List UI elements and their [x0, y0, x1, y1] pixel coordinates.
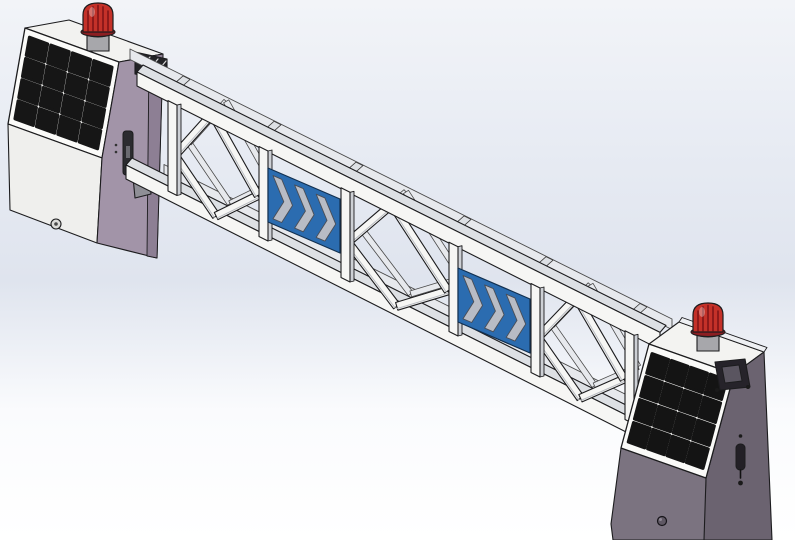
truss-post	[259, 147, 268, 242]
solar-cell	[693, 420, 715, 445]
chevron-arrow-icon	[506, 294, 526, 341]
solar-cell	[44, 66, 66, 91]
cabinet-lock-keyhole	[54, 222, 58, 226]
truss-post	[531, 284, 540, 378]
solar-cell	[83, 103, 105, 128]
solar-cell	[641, 377, 663, 402]
truss-post	[449, 242, 458, 336]
solar-panel	[8, 28, 119, 158]
solar-cell	[19, 80, 41, 105]
chevron-arrow-icon	[463, 276, 483, 323]
truss-post-side	[350, 191, 354, 282]
handle-dot	[738, 480, 743, 486]
chevron-arrow-icon	[485, 285, 505, 332]
chevron-arrow-icon	[316, 194, 336, 241]
cabinet-hole	[658, 517, 667, 526]
solar-cell	[634, 400, 656, 425]
solar-cell	[628, 423, 650, 448]
left-cabinet	[8, 3, 167, 258]
solar-cell	[58, 116, 80, 141]
brace-beam-edge	[581, 381, 625, 400]
brace-beam-edge	[177, 115, 214, 156]
door-hinge-notch	[126, 146, 130, 158]
truss-post	[168, 101, 177, 196]
solar-cell	[647, 354, 669, 379]
barrier-arm-truss	[126, 49, 672, 436]
brace-beam-edge	[574, 298, 622, 380]
truss-post	[341, 188, 350, 282]
brace-beam-edge	[217, 197, 259, 218]
camera-lens	[722, 365, 742, 383]
right-cabinet	[611, 303, 772, 540]
solar-cell	[660, 383, 682, 408]
solar-cell	[686, 443, 708, 468]
truss-post-side	[177, 104, 181, 195]
solar-cell	[679, 390, 701, 415]
solar-cell	[26, 37, 48, 62]
solar-cell	[15, 101, 37, 126]
solar-cell	[654, 406, 676, 431]
camera-foot	[715, 388, 719, 392]
solar-cell	[22, 58, 44, 83]
cabinet-hole-highlight	[659, 518, 662, 521]
brace-beam-edge	[210, 115, 256, 197]
solar-cell	[667, 436, 689, 461]
solar-cell	[648, 429, 670, 454]
brace-beam-edge	[349, 206, 393, 244]
solar-cell	[48, 45, 70, 70]
solar-cell	[36, 109, 58, 134]
chevron-arrow-icon	[295, 185, 315, 232]
solar-cell	[686, 367, 708, 392]
solar-cell	[673, 413, 695, 438]
brace-beam-edge	[540, 299, 578, 339]
truss-post-side	[540, 287, 544, 377]
solar-cell	[40, 87, 62, 112]
brace-beam-edge	[390, 206, 446, 292]
solar-cell	[666, 360, 688, 385]
solar-cell	[699, 397, 721, 422]
camera-foot	[746, 385, 750, 389]
screw-dot	[114, 150, 118, 154]
cross-brace	[535, 295, 628, 402]
solar-cell	[69, 53, 91, 78]
cross-brace	[345, 201, 452, 310]
beacon-highlight	[699, 307, 705, 317]
solar-cell	[79, 124, 101, 149]
handle-dot	[738, 434, 743, 438]
solar-cell	[62, 95, 84, 120]
beacon-highlight	[89, 7, 95, 17]
solar-cell	[87, 82, 109, 107]
brace-beam-edge	[397, 293, 448, 309]
chevron-sign	[268, 168, 340, 253]
chevron-sign	[458, 268, 530, 353]
solar-cell	[65, 74, 87, 99]
chevron-arrow-icon	[273, 176, 293, 223]
door-handle	[736, 444, 745, 470]
solar-panel	[621, 344, 734, 478]
solar-cell	[91, 61, 113, 86]
screw-dot	[114, 143, 118, 147]
